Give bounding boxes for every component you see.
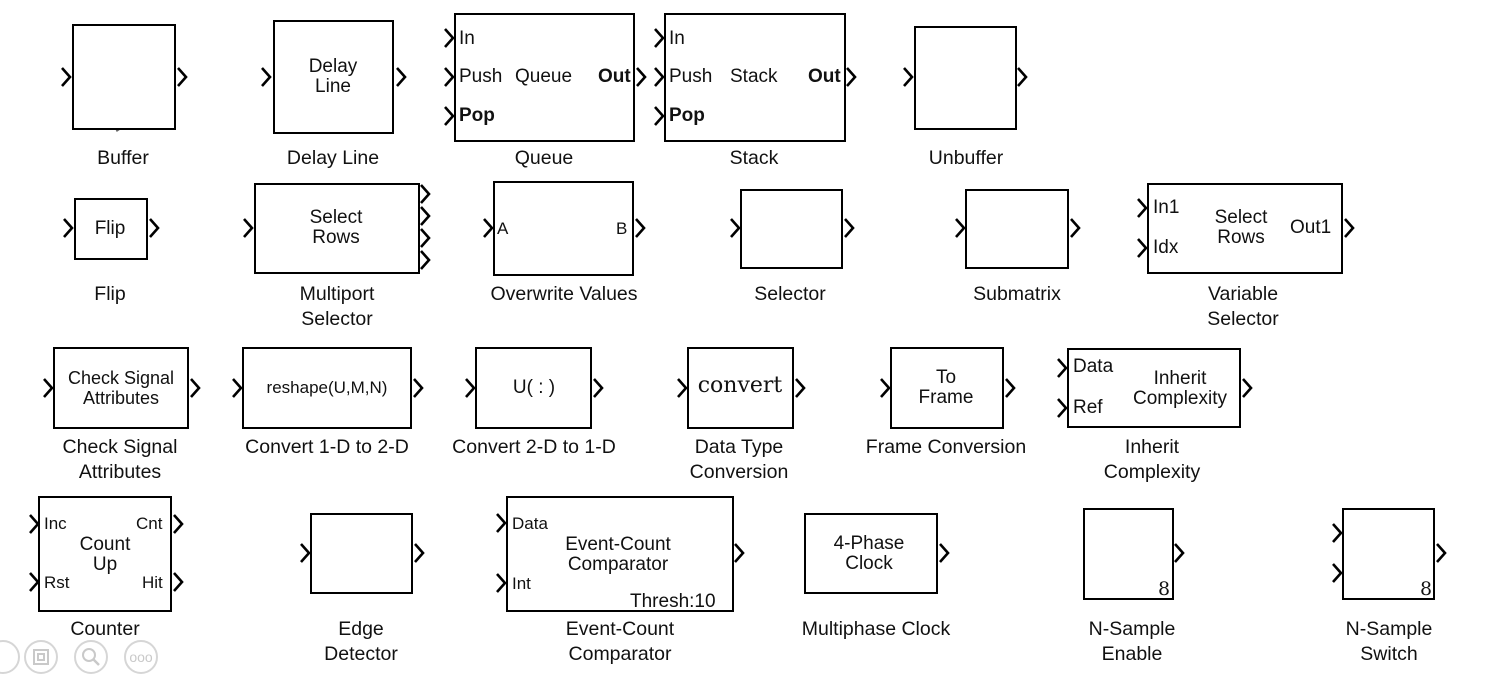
event-count-comparator-port-int: Int [512, 574, 531, 593]
overwrite-values-port-b: B [616, 219, 628, 238]
stack-port-pop: Pop [669, 105, 705, 126]
n-sample-enable-count: 8 [1158, 578, 1171, 600]
buffer-block[interactable] [72, 24, 176, 130]
event-count-comparator-param: Thresh:10 [630, 591, 716, 612]
unbuffer-caption: Unbuffer [928, 147, 1004, 169]
multiphase-clock-block[interactable] [804, 513, 938, 594]
counter-caption: Counter [70, 618, 140, 640]
variable-selector-port-idx: Idx [1153, 237, 1179, 258]
convert-1d-2d-block[interactable] [242, 347, 412, 429]
convert-2d-1d-text: U( : ) [512, 377, 556, 398]
overwrite-values-port-a: A [497, 219, 509, 238]
delay-line-block[interactable] [273, 20, 394, 134]
flip-text: Flip [94, 218, 126, 239]
delay-line-text: Delay Line [308, 56, 358, 97]
inherit-complexity-port-ref: Ref [1073, 397, 1103, 418]
delay-line-caption: Delay Line [286, 147, 380, 169]
flip-block[interactable] [74, 198, 148, 260]
inherit-complexity-block[interactable] [1067, 348, 1241, 428]
counter-block[interactable] [38, 496, 172, 612]
multiport-selector-text: Select Rows [309, 207, 363, 248]
check-signal-block[interactable] [53, 347, 189, 429]
convert-2d-1d-caption: Convert 2-D to 1-D [452, 436, 616, 458]
queue-block[interactable] [454, 13, 635, 142]
n-sample-switch-caption: N-Sample Switch [1345, 618, 1433, 665]
unbuffer-block[interactable] [914, 26, 1017, 130]
fit-view-button[interactable] [24, 640, 58, 674]
event-count-comparator-port-data: Data [512, 514, 548, 533]
n-sample-switch-count: 8 [1420, 578, 1433, 600]
stack-title: Stack [730, 66, 778, 87]
more-options-button[interactable]: ooo [124, 640, 158, 674]
inherit-complexity-text: Inherit Complexity [1133, 368, 1227, 409]
counter-port-inc: Inc [44, 514, 67, 533]
event-count-comparator-text: Event-Count Comparator [565, 534, 671, 575]
queue-port-in: In [459, 28, 475, 49]
convert-2d-1d-block[interactable] [475, 347, 592, 429]
queue-port-out: Out [598, 66, 631, 87]
magnifier-icon [82, 648, 100, 666]
edge-detector-caption: Edge Detector [324, 618, 398, 665]
frame-conversion-text: To Frame [918, 367, 974, 408]
multiphase-clock-caption: Multiphase Clock [801, 618, 951, 640]
stack-port-out: Out [808, 66, 841, 87]
data-type-conversion-text: convert [697, 373, 783, 398]
multiport-selector-block[interactable] [254, 183, 420, 274]
n-sample-switch-block[interactable] [1342, 508, 1435, 600]
queue-caption: Queue [514, 147, 574, 169]
multiphase-clock-text: 4-Phase Clock [833, 533, 905, 574]
event-count-comparator-caption: Event-Count Comparator [565, 618, 675, 665]
variable-selector-text: Select Rows [1214, 207, 1268, 248]
stack-caption: Stack [729, 147, 779, 169]
data-type-conversion-caption: Data Type Conversion [689, 436, 789, 483]
multiphase-clock-ports [938, 542, 950, 564]
submatrix-block[interactable] [965, 189, 1069, 269]
frame-conversion-caption: Frame Conversion [865, 436, 1027, 458]
stack-block[interactable] [664, 13, 846, 142]
counter-text: Count Up [79, 534, 131, 575]
n-sample-enable-block[interactable] [1083, 508, 1174, 600]
n-sample-enable-caption: N-Sample Enable [1088, 618, 1176, 665]
submatrix-caption: Submatrix [973, 283, 1061, 305]
flip-caption: Flip [94, 283, 126, 305]
n-sample-enable-ports [1173, 542, 1185, 564]
selector-caption: Selector [754, 283, 826, 305]
overwrite-values-caption: Overwrite Values [490, 283, 638, 305]
convert-1d-2d-caption: Convert 1-D to 2-D [245, 436, 409, 458]
queue-port-push: Push [459, 66, 503, 87]
counter-port-cnt: Cnt [136, 514, 163, 533]
zoom-button[interactable] [74, 640, 108, 674]
convert-1d-2d-text: reshape(U,M,N) [266, 378, 388, 397]
overwrite-values-block[interactable] [493, 181, 634, 276]
inherit-complexity-port-data: Data [1073, 356, 1114, 377]
variable-selector-port-out1: Out1 [1290, 217, 1332, 238]
event-count-comparator-block[interactable] [506, 496, 734, 612]
selector-block[interactable] [740, 189, 843, 269]
check-signal-text: Check Signal Attributes [67, 368, 175, 408]
variable-selector-block[interactable] [1147, 183, 1343, 274]
counter-port-rst: Rst [44, 573, 70, 592]
frame-conversion-block[interactable] [890, 347, 1004, 429]
stack-port-push: Push [669, 66, 713, 87]
inherit-complexity-caption: Inherit Complexity [1103, 436, 1201, 483]
fit-view-icon [33, 649, 49, 665]
queue-port-pop: Pop [459, 105, 495, 126]
multiport-selector-caption: Multiport Selector [299, 283, 375, 330]
data-type-conversion-block[interactable] [687, 347, 794, 429]
variable-selector-caption: Variable Selector [1207, 283, 1279, 330]
edge-detector-block[interactable] [310, 513, 413, 594]
queue-title: Queue [515, 66, 573, 87]
buffer-caption: Buffer [97, 147, 149, 169]
check-signal-caption: Check Signal Attributes [62, 436, 178, 483]
stack-port-in: In [669, 28, 685, 49]
variable-selector-port-in1: In1 [1153, 197, 1180, 218]
counter-port-hit: Hit [142, 573, 163, 592]
